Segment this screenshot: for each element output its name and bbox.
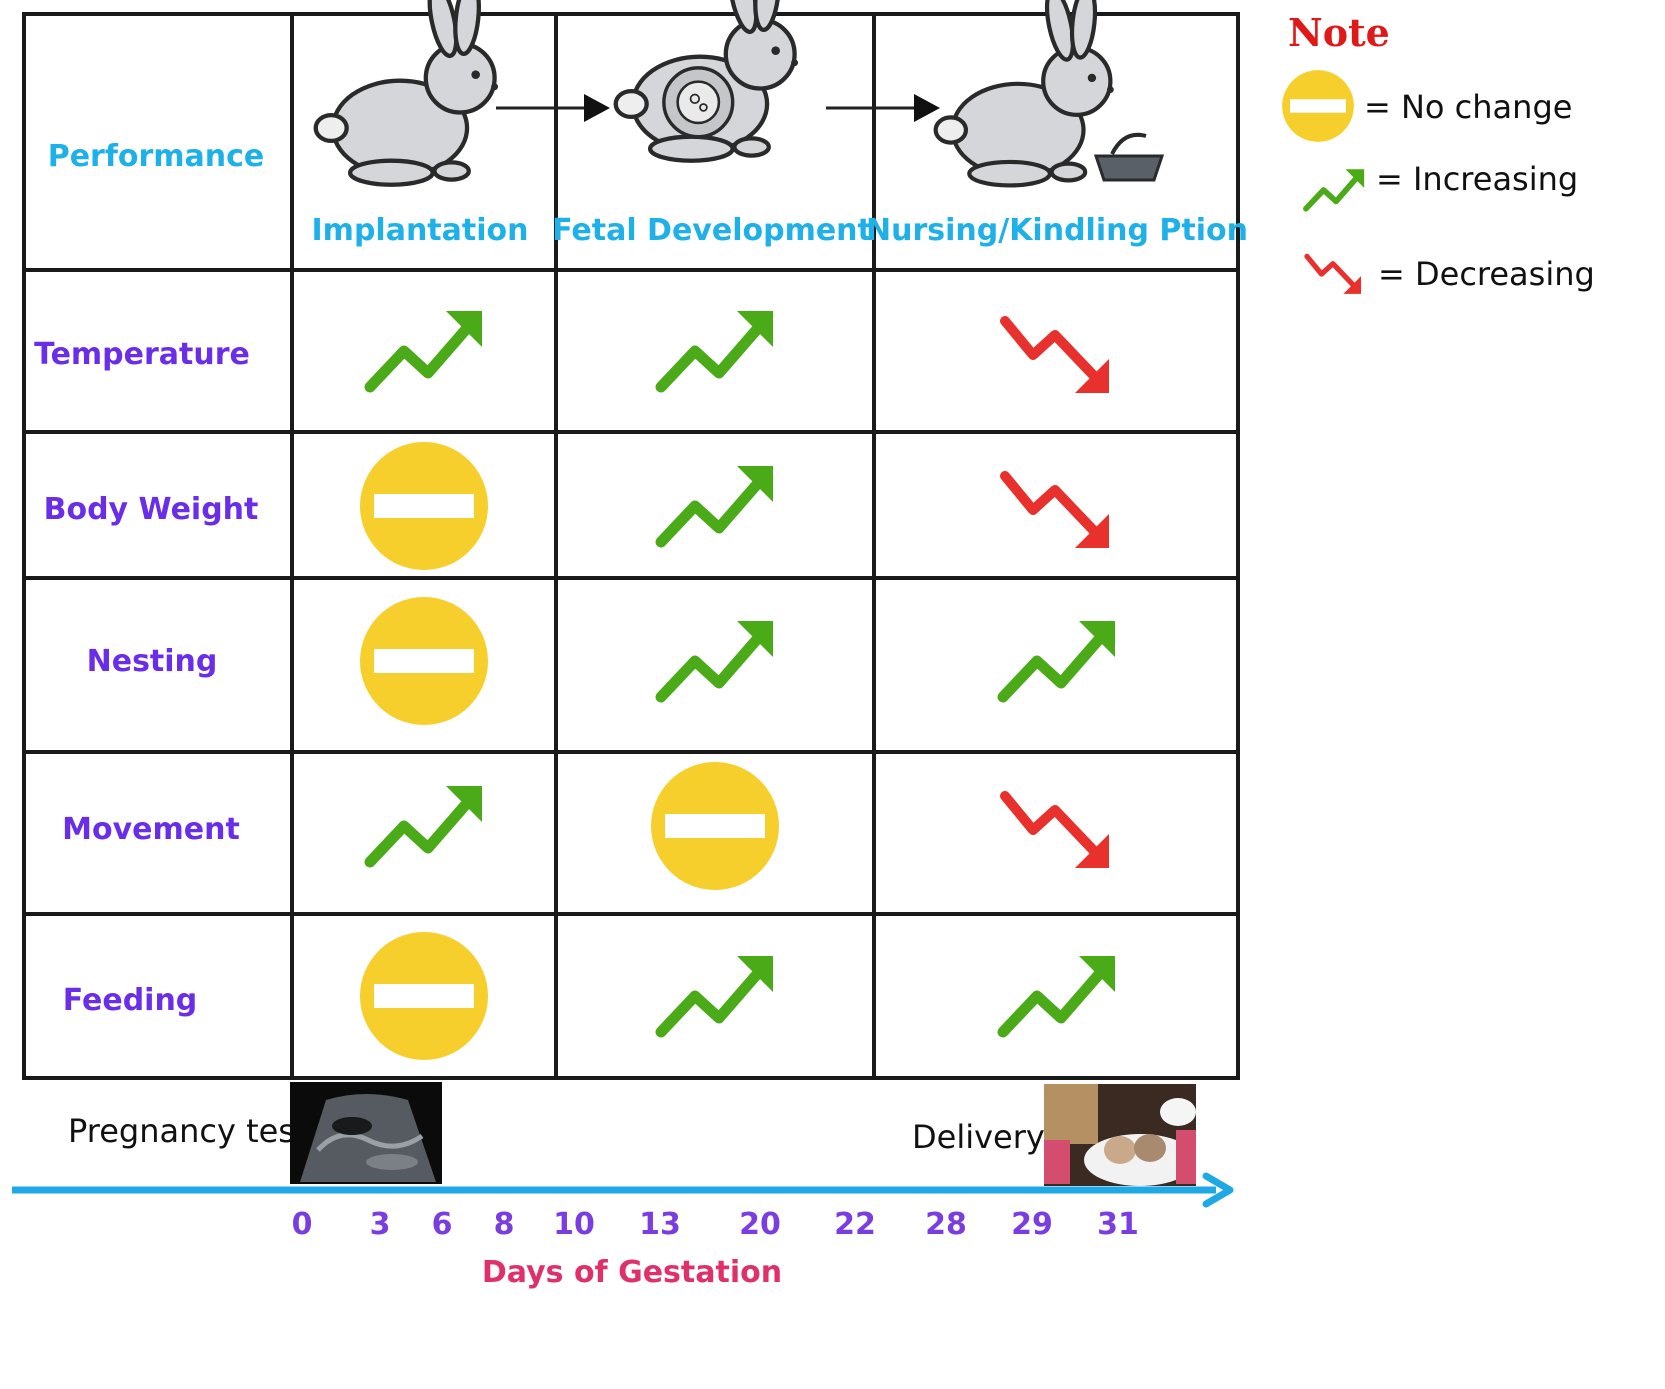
row-label-temperature: Temperature (34, 337, 250, 372)
timeline-tick-28: 28 (925, 1207, 967, 1242)
feeding-increasing-icon (997, 956, 1115, 1038)
row-label-nesting: Nesting (87, 644, 218, 679)
legend-increasing-label: = Increasing (1376, 160, 1578, 198)
timeline-tick-8: 8 (494, 1207, 515, 1242)
newborn-rabbits-photo (1044, 1084, 1196, 1186)
body-weight-no-change-icon (360, 442, 488, 570)
nesting-increasing-icon (997, 621, 1115, 703)
legend-increasing-icon (1303, 169, 1365, 212)
timeline-tick-20: 20 (739, 1207, 781, 1242)
timeline-tick-6: 6 (432, 1207, 453, 1242)
ultrasound-image (290, 1082, 442, 1184)
timeline-ticks: 0 3 6 8 10 13 20 22 28 29 31 (292, 1207, 1139, 1242)
timeline-tick-13: 13 (639, 1207, 681, 1242)
pregnancy-test-label: Pregnancy test (68, 1112, 308, 1150)
movement-no-change-icon (651, 762, 779, 890)
movement-decreasing-icon (1000, 791, 1109, 868)
legend-no-change-label: = No change (1364, 88, 1572, 126)
delivery-label: Delivery (912, 1118, 1045, 1156)
timeline-tick-22: 22 (834, 1207, 876, 1242)
temperature-increasing-icon (364, 311, 482, 393)
table-grid (22, 12, 1240, 1080)
row-label-feeding: Feeding (63, 983, 198, 1018)
legend-title: Note (1288, 10, 1390, 55)
timeline-tick-10: 10 (553, 1207, 595, 1242)
timeline-tick-29: 29 (1011, 1207, 1053, 1242)
legend-decreasing-label: = Decreasing (1378, 255, 1595, 293)
feeding-no-change-icon (360, 932, 488, 1060)
timeline-tick-3: 3 (370, 1207, 391, 1242)
timeline-axis (12, 1172, 1234, 1208)
rabbit-implantation-illustration (316, 0, 498, 185)
temperature-decreasing-icon (1000, 316, 1109, 393)
feeding-increasing-icon (655, 956, 773, 1038)
stage-nursing-kindling: Nursing/Kindling Ption (866, 213, 1248, 248)
legend (1282, 70, 1365, 294)
rabbit-nursing-illustration (936, 0, 1114, 185)
legend-decreasing-icon (1304, 253, 1362, 294)
body-weight-decreasing-icon (1000, 471, 1109, 548)
nesting-increasing-icon (655, 621, 773, 703)
stage-arrow-2 (826, 94, 940, 122)
legend-no-change-icon (1282, 70, 1354, 142)
row-label-body-weight: Body Weight (44, 492, 259, 527)
row-label-movement: Movement (62, 812, 240, 847)
food-bowl-icon (1093, 132, 1165, 182)
stage-implantation: Implantation (312, 213, 529, 248)
nesting-no-change-icon (360, 597, 488, 725)
status-icons (360, 311, 1115, 1060)
rabbit-fetal-illustration (616, 0, 798, 161)
movement-increasing-icon (364, 786, 482, 868)
stage-fetal-development: Fetal Development (552, 213, 872, 248)
days-of-gestation-label: Days of Gestation (482, 1255, 782, 1290)
body-weight-increasing-icon (655, 466, 773, 548)
temperature-increasing-icon (655, 311, 773, 393)
timeline-tick-31: 31 (1097, 1207, 1139, 1242)
performance-header: Performance (48, 139, 265, 174)
stage-arrow-1 (496, 94, 610, 122)
timeline-tick-0: 0 (292, 1207, 313, 1242)
